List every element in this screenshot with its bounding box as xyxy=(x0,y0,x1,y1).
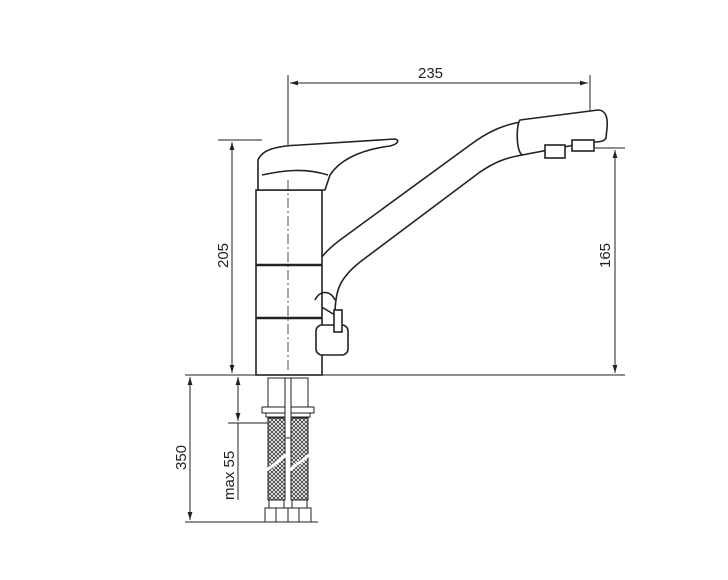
dim-205-label: 205 xyxy=(215,243,232,268)
lever-handle xyxy=(257,138,399,191)
dim-235-label: 235 xyxy=(418,65,443,82)
faucet xyxy=(255,109,609,376)
filter-valve xyxy=(315,324,349,356)
nozzle xyxy=(571,139,595,152)
faucet-body xyxy=(255,189,323,376)
spout-head xyxy=(516,109,609,156)
dim-max55-label: max 55 xyxy=(221,451,238,500)
supply-hoses xyxy=(261,377,315,523)
dim-165-label: 165 xyxy=(597,243,614,268)
nozzle xyxy=(544,144,566,159)
dim-350-label: 350 xyxy=(173,445,190,470)
